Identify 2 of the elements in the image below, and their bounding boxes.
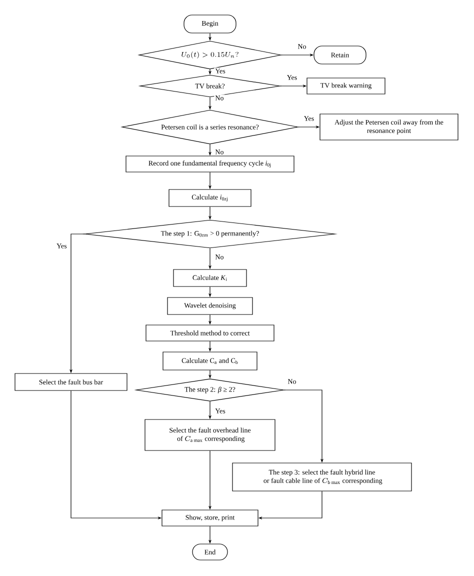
process-box: $\text{Select the fault overhead line}\allowbreak\text{ of }C_{\mathrm{a\,max}}\text{ corresponding}$ bbox=[144, 419, 276, 451]
process-box: $\text{The step 3: select the fault hybrid line}\allowbreak\text{ or fault cable line of }C_{\mathrm{b\,max}}\text{ corresponding}$ bbox=[232, 462, 412, 492]
